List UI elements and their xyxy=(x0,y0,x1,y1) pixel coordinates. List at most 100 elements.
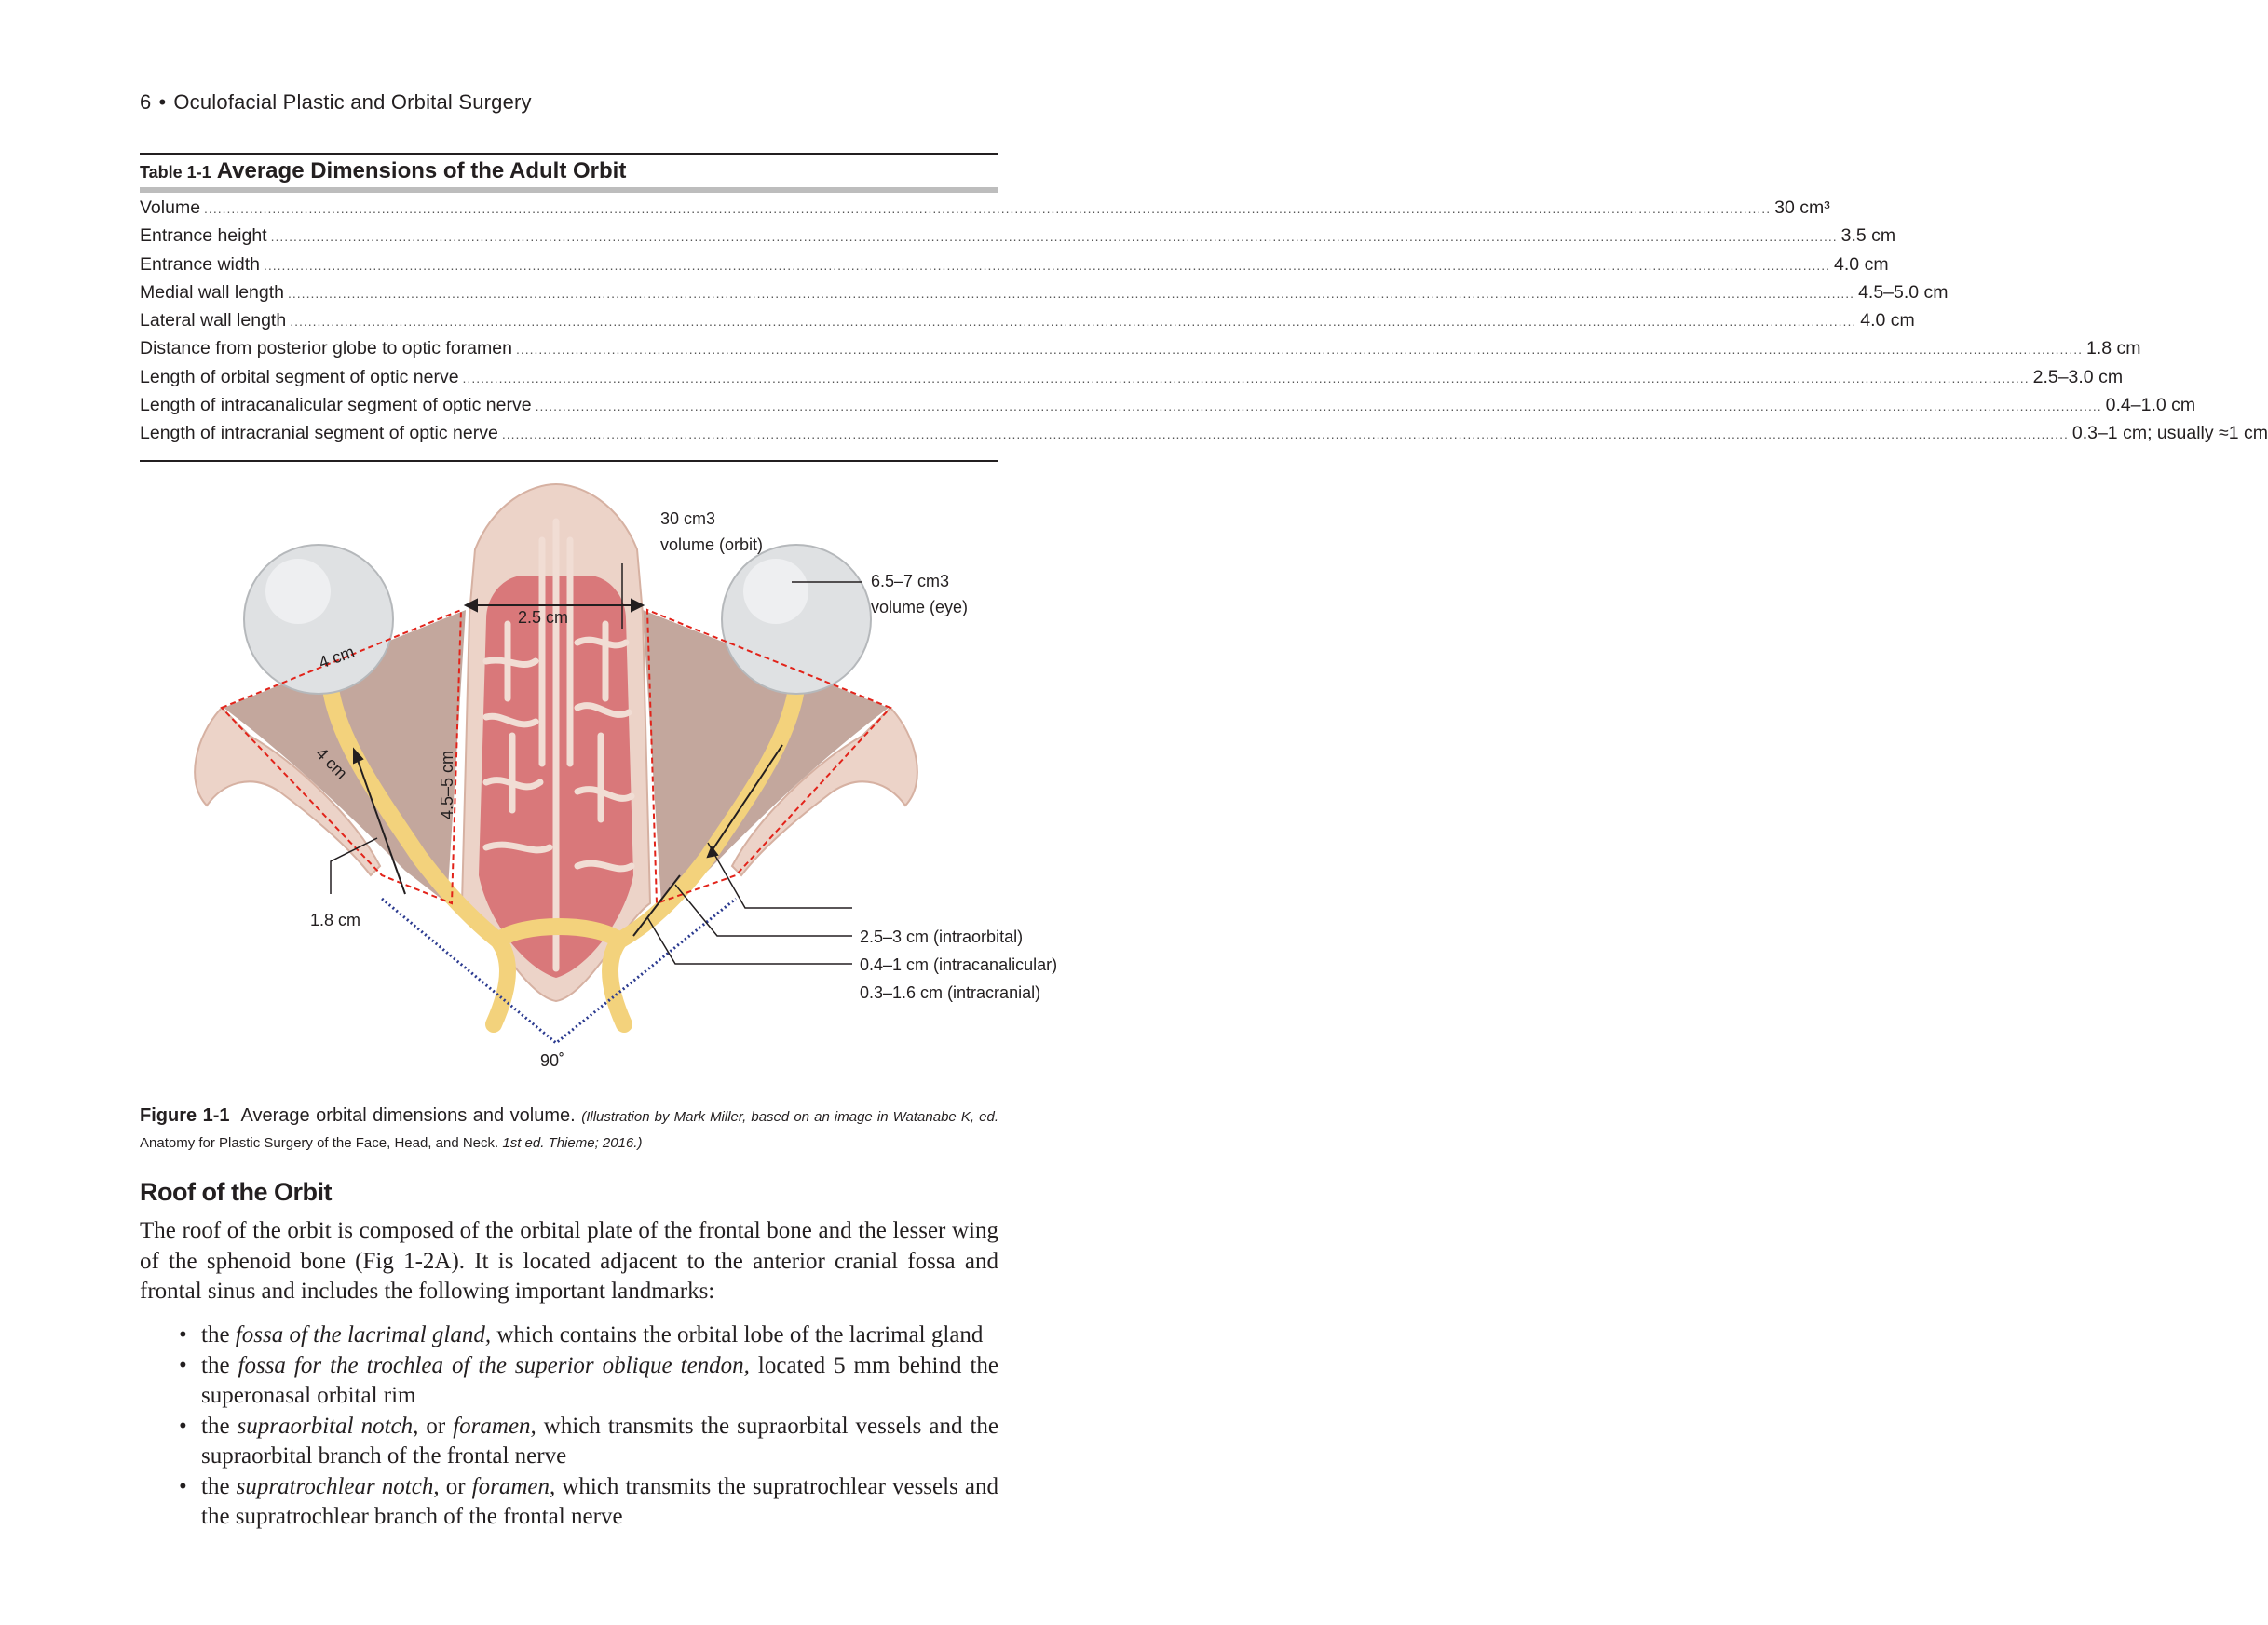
leader-dots xyxy=(271,229,1838,244)
list-item-post: which transmits the supraorbital vessels… xyxy=(201,1413,998,1469)
entrance-width-label: 2.5 cm xyxy=(518,608,568,627)
leader-dots xyxy=(463,371,2030,386)
caption-credit-b: Anatomy for Plastic Surgery of the Face,… xyxy=(140,1135,499,1151)
table-row: Entrance width 4.0 cm xyxy=(140,253,1889,282)
list-item-post: located 5 mm behind the superonasal orbi… xyxy=(201,1352,998,1409)
row-label: Length of intracanalicular segment of op… xyxy=(140,395,532,416)
row-label: Entrance height xyxy=(140,225,267,247)
caption-credit-a: (Illustration by Mark Miller, based on a… xyxy=(581,1109,999,1125)
list-item-post: , which transmits the supratrochlear ves… xyxy=(201,1473,999,1530)
table-bottom-rule xyxy=(140,459,998,462)
table-row: Length of intracranial segment of optic … xyxy=(140,423,2268,451)
row-label: Lateral wall length xyxy=(140,310,287,332)
left-lateral-wall-bone xyxy=(194,706,382,877)
optic-chiasm xyxy=(493,918,625,948)
list-item: the supraorbital notch, or foramen, whic… xyxy=(140,1412,998,1472)
list-item-emphasis: supraorbital notch, xyxy=(237,1413,419,1439)
list-item-pre: the xyxy=(201,1413,238,1439)
row-label: Distance from posterior globe to optic f… xyxy=(140,338,512,359)
list-item-emphasis: fossa for the trochlea of the superior o… xyxy=(238,1352,750,1378)
table-header-rule xyxy=(140,187,998,193)
eye-volume-value: 6.5–7 cm3 xyxy=(871,572,949,590)
intracanalicular-label: 0.4–1 cm (intracanalicular) xyxy=(860,955,1057,974)
list-item-emphasis: fossa of the lacrimal gland, xyxy=(235,1322,492,1347)
left-globe-highlight xyxy=(265,559,331,624)
row-value: 0.3–1 cm; usually ≈1 cm xyxy=(2071,423,2268,444)
dimensions-table: Table 1-1 Average Dimensions of the Adult… xyxy=(140,153,2268,462)
table-row: Length of orbital segment of optic nerve… xyxy=(140,366,2123,395)
table-row: Volume 30 cm³ xyxy=(140,197,1830,225)
row-label: Volume xyxy=(140,197,201,218)
sinus-septa xyxy=(482,518,635,972)
list-item-mid: , or xyxy=(433,1473,472,1499)
orbit-volume-desc: volume (orbit) xyxy=(660,535,763,554)
leader-dots xyxy=(288,286,1854,301)
row-value: 4.0 cm xyxy=(1860,310,1915,332)
row-label: Entrance width xyxy=(140,253,260,275)
leader-lines xyxy=(330,563,862,965)
leader-dots xyxy=(516,342,2083,357)
list-item-emphasis-2: foramen, xyxy=(453,1413,536,1439)
table-row: Entrance height 3.5 cm xyxy=(140,225,1895,253)
leader-dots xyxy=(502,427,2069,441)
row-label: Length of orbital segment of optic nerve xyxy=(140,366,459,387)
landmark-list: the fossa of the lacrimal gland, which c… xyxy=(140,1320,998,1533)
figure-caption: Figure 1-1 Average orbital dimensions and… xyxy=(140,1104,998,1156)
table-row: Length of intracanalicular segment of op… xyxy=(140,395,2195,423)
running-head-bullet: • xyxy=(158,90,167,114)
leader-dots xyxy=(536,399,2102,413)
row-value: 4.0 cm xyxy=(1834,253,1889,275)
book-title: Oculofacial Plastic and Orbital Surgery xyxy=(173,90,532,114)
intracranial-label: 0.3–1.6 cm (intracranial) xyxy=(860,983,1040,1002)
row-value: 4.5–5.0 cm xyxy=(1858,281,1949,303)
row-value: 2.5–3.0 cm xyxy=(2032,366,2124,387)
globe-to-foramen-label: 1.8 cm xyxy=(310,911,360,929)
table-row: Lateral wall length 4.0 cm xyxy=(140,310,1915,338)
intraorbital-label: 2.5–3 cm (intraorbital) xyxy=(860,928,1023,946)
section-heading: Roof of the Orbit xyxy=(140,1178,332,1206)
running-head: 6•Oculofacial Plastic and Orbital Surger… xyxy=(140,90,532,115)
right-lateral-wall-bone xyxy=(730,706,918,877)
orbit-volume-value: 30 cm3 xyxy=(660,509,715,528)
list-item: the supratrochlear notch, or foramen, wh… xyxy=(140,1472,998,1533)
list-item-emphasis: supratrochlear notch xyxy=(236,1473,434,1499)
leader-dots xyxy=(204,201,1771,216)
row-value: 3.5 cm xyxy=(1840,225,1896,247)
apex-angle-label: 90˚ xyxy=(540,1051,564,1070)
medial-wall-label: 4.5–5 cm xyxy=(438,751,456,819)
list-item: the fossa for the trochlea of the superi… xyxy=(140,1351,998,1412)
orbit-dimensions-figure: 30 cm3 volume (orbit) 2.5 cm 6.5–7 cm3 v… xyxy=(194,482,1057,1070)
caption-text: Average orbital dimensions and volume. xyxy=(240,1105,576,1126)
caption-credit-c: 1st ed. Thieme; 2016.) xyxy=(502,1135,643,1151)
measurement-arrows xyxy=(353,598,783,937)
apex-angle-dotted xyxy=(381,897,737,1045)
table-row: Distance from posterior globe to optic f… xyxy=(140,338,2141,366)
list-item: the fossa of the lacrimal gland, which c… xyxy=(140,1320,998,1351)
list-item-pre: the xyxy=(201,1322,236,1347)
orbit-outline-dashed xyxy=(220,608,892,905)
list-item-pre: the xyxy=(201,1473,237,1499)
caption-figure-number: Figure 1-1 xyxy=(140,1105,230,1126)
row-label: Medial wall length xyxy=(140,281,285,303)
list-item-emphasis-2: foramen xyxy=(471,1473,550,1499)
page-number: 6 xyxy=(140,90,152,114)
row-value: 0.4–1.0 cm xyxy=(2105,395,2196,416)
body-paragraph: The roof of the orbit is composed of the… xyxy=(140,1218,998,1304)
row-label: Length of intracranial segment of optic … xyxy=(140,423,498,444)
leader-dots xyxy=(290,314,1856,329)
eye-volume-desc: volume (eye) xyxy=(871,598,968,616)
list-item-post: which contains the orbital lobe of the l… xyxy=(491,1322,984,1347)
row-value: 1.8 cm xyxy=(2086,338,2141,359)
table-title-text: Average Dimensions of the Adult Orbit xyxy=(216,158,627,183)
row-value: 30 cm³ xyxy=(1774,197,1830,218)
right-globe-highlight xyxy=(743,559,808,624)
table-number: Table 1-1 xyxy=(140,163,211,182)
leader-dots xyxy=(264,258,1830,273)
list-item-mid: or xyxy=(418,1413,454,1439)
caption-credit: (Illustration by Mark Miller, based on a… xyxy=(140,1109,998,1151)
list-item-pre: the xyxy=(201,1352,238,1378)
table-body: Volume 30 cm³ Entrance height 3.5 cm Entra… xyxy=(140,197,2268,452)
right-optic-nerve xyxy=(602,681,805,1033)
table-row: Medial wall length 4.5–5.0 cm xyxy=(140,281,1949,310)
table-title: Table 1-1 Average Dimensions of the Adult… xyxy=(140,155,998,187)
